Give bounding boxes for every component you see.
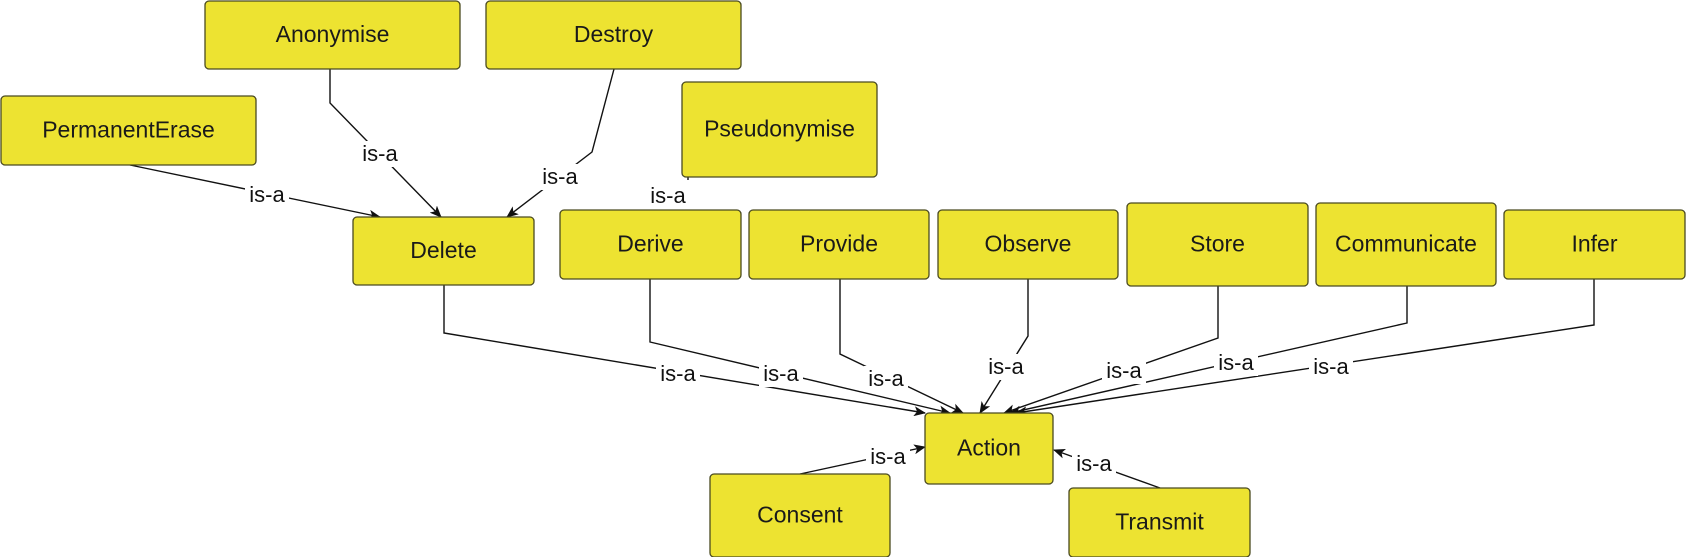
edge-label-derive-to-action: is-a — [759, 361, 803, 387]
edge-label-text: is-a — [1313, 354, 1349, 379]
node-box — [485, 0, 742, 70]
edge-label-background — [1072, 451, 1116, 477]
edge-label-background — [1102, 358, 1146, 384]
edge-labels-layer: is-a is-a is-a is-a is-a is-a is-a is-a is-a is-a… — [245, 141, 1353, 477]
edge-label-background — [1309, 354, 1353, 380]
edge-destroy-to-delete — [506, 68, 615, 218]
edge-label-consent-to-action: is-a — [866, 444, 910, 470]
node-box — [1126, 202, 1309, 287]
edge-label-pseudonymise-to-derive: is-a — [646, 183, 690, 209]
edge-label-text: is-a — [763, 361, 799, 386]
node-box — [1068, 487, 1251, 557]
edge-label-infer-to-action: is-a — [1309, 354, 1353, 380]
edge-label-text: is-a — [362, 141, 398, 166]
edge-label-delete-to-action: is-a — [656, 361, 700, 387]
node-label: PermanentErase — [42, 117, 215, 143]
edge-label-provide-to-action: is-a — [864, 366, 908, 392]
edge-label-background — [759, 361, 803, 387]
node-label: Provide — [800, 231, 878, 257]
edge-label-destroy-to-delete: is-a — [538, 164, 582, 190]
node-label: Store — [1190, 231, 1245, 257]
edge-label-background — [646, 183, 690, 209]
node-box — [352, 216, 535, 286]
edge-label-text: is-a — [988, 354, 1024, 379]
node-permanent-erase[interactable]: PermanentErase — [0, 95, 257, 166]
edge-anonymise-to-delete — [329, 69, 442, 218]
node-observe[interactable]: Observe — [937, 209, 1119, 280]
node-box — [1503, 209, 1686, 280]
edge-label-text: is-a — [1076, 451, 1112, 476]
edge-label-background — [866, 444, 910, 470]
node-label: Action — [957, 435, 1021, 461]
edge-provide-to-action — [839, 279, 964, 414]
edge-label-text: is-a — [870, 444, 906, 469]
edge-label-text: is-a — [542, 164, 578, 189]
edge-observe-to-action — [979, 279, 1029, 414]
node-pseudonymise[interactable]: Pseudonymise — [681, 81, 878, 178]
node-label: Anonymise — [276, 21, 390, 47]
edge-delete-to-action — [443, 285, 926, 417]
edge-label-background — [864, 366, 908, 392]
edge-label-background — [656, 361, 700, 387]
node-label: Pseudonymise — [704, 116, 855, 142]
edge-infer-to-action — [1015, 279, 1595, 417]
node-box — [559, 209, 742, 280]
edge-label-permanent-erase-to-delete: is-a — [245, 182, 289, 208]
node-box — [924, 412, 1054, 485]
node-transmit[interactable]: Transmit — [1068, 487, 1251, 557]
node-box — [681, 81, 878, 178]
node-box — [937, 209, 1119, 280]
edge-label-text: is-a — [249, 182, 285, 207]
node-label: Infer — [1571, 231, 1617, 257]
node-derive[interactable]: Derive — [559, 209, 742, 280]
edge-label-anonymise-to-delete: is-a — [358, 141, 402, 167]
node-label: Transmit — [1115, 509, 1204, 535]
edge-derive-to-action — [649, 279, 951, 416]
node-label: Consent — [757, 502, 843, 528]
edge-label-text: is-a — [1106, 358, 1142, 383]
node-action[interactable]: Action — [924, 412, 1054, 485]
node-destroy[interactable]: Destroy — [485, 0, 742, 70]
edge-label-background — [984, 354, 1028, 380]
edge-label-text: is-a — [660, 361, 696, 386]
node-box — [1315, 202, 1497, 287]
node-label: Destroy — [574, 21, 654, 47]
edge-label-text: is-a — [868, 366, 904, 391]
node-label: Observe — [985, 231, 1072, 257]
node-box — [204, 0, 461, 70]
node-infer[interactable]: Infer — [1503, 209, 1686, 280]
edge-label-background — [1214, 350, 1258, 376]
node-box — [748, 209, 930, 280]
node-label: Delete — [410, 237, 476, 263]
edge-communicate-to-action — [1009, 286, 1408, 416]
node-label: Derive — [617, 231, 683, 257]
node-label: Communicate — [1335, 231, 1477, 257]
node-store[interactable]: Store — [1126, 202, 1309, 287]
edge-label-background — [245, 182, 289, 208]
edge-label-background — [538, 164, 582, 190]
node-box — [0, 95, 257, 166]
node-box — [709, 473, 891, 557]
node-provide[interactable]: Provide — [748, 209, 930, 280]
node-delete[interactable]: Delete — [352, 216, 535, 286]
node-anonymise[interactable]: Anonymise — [204, 0, 461, 70]
edge-label-text: is-a — [1218, 350, 1254, 375]
edge-label-text: is-a — [650, 183, 686, 208]
edge-store-to-action — [1003, 286, 1219, 415]
edge-label-background — [358, 141, 402, 167]
edge-label-store-to-action: is-a — [1102, 358, 1146, 384]
node-consent[interactable]: Consent — [709, 473, 891, 557]
node-communicate[interactable]: Communicate — [1315, 202, 1497, 287]
edge-label-transmit-to-action: is-a — [1072, 451, 1116, 477]
edge-label-observe-to-action: is-a — [984, 354, 1028, 380]
edge-label-communicate-to-action: is-a — [1214, 350, 1258, 376]
